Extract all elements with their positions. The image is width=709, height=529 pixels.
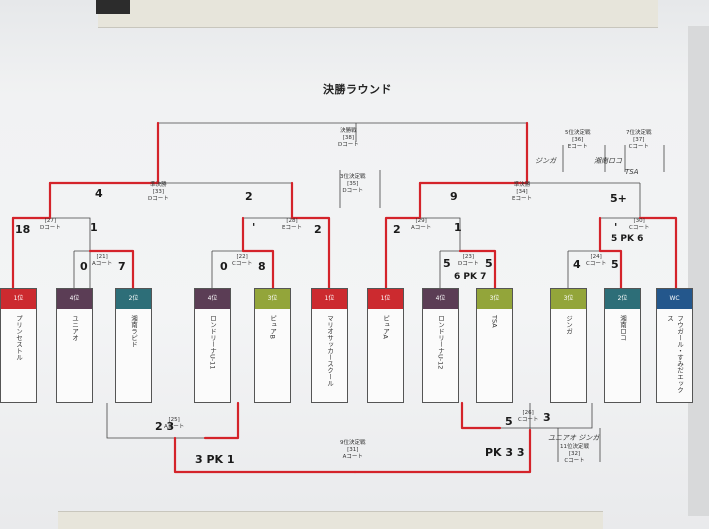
team-name: ピュアA — [381, 315, 390, 339]
score-mark: 5 — [443, 257, 451, 270]
team-rank: 3位 — [477, 289, 512, 309]
score-mark: 0 — [220, 260, 228, 273]
team-card-5: 3位 ピュアB — [254, 288, 291, 403]
team-card-4: 4位 ロンドリーナU-11 — [194, 288, 231, 403]
team-card-11: 2位 湘南ロコ — [604, 288, 641, 403]
team-name: ピュアB — [268, 315, 277, 339]
score-mark: 18 — [15, 223, 31, 236]
score-mark: 2 — [393, 223, 401, 236]
m22-label: [22] Cコート — [232, 254, 253, 267]
binder-clip — [96, 0, 130, 14]
team-rank: WC — [657, 289, 692, 309]
score-mark: 5+ — [610, 192, 627, 205]
score-mark: 2 — [314, 223, 322, 236]
team-name: マリオサッカースクール — [325, 315, 334, 387]
m32-label: 11位決定戦 [32] Cコート — [560, 444, 589, 464]
team-card-1: 1位 プリンセストル — [0, 288, 37, 403]
team-name: ユニアオ — [70, 315, 79, 341]
m25-label: [25] Aコート — [164, 417, 185, 430]
team-rank: 1位 — [368, 289, 403, 309]
team-card-3: 2位 湘南ラピド — [115, 288, 152, 403]
top-paper-strip — [98, 0, 658, 28]
handwritten-note: TSA — [625, 168, 639, 176]
sf33-label: 準決勝 [33] Dコート — [148, 182, 169, 202]
m21-label: [21] Aコート — [92, 254, 113, 267]
team-card-6: 1位 マリオサッカースクール — [311, 288, 348, 403]
score-mark: 3 — [543, 411, 551, 424]
team-card-8: 4位 ロンドリーナU-12 — [422, 288, 459, 403]
team-rank: 3位 — [255, 289, 290, 309]
team-card-9: 3位 TSA — [476, 288, 513, 403]
score-mark: 1 — [90, 221, 98, 234]
score-mark: 8 — [258, 260, 266, 273]
team-rank: 4位 — [423, 289, 458, 309]
handwritten-note: 湘南ロコ — [594, 157, 622, 165]
team-name: ロンドリーナU-12 — [436, 315, 445, 370]
team-name: ジンガ — [564, 315, 573, 335]
sf34-label: 準決勝 [34] Eコート — [512, 182, 532, 202]
handwritten-note: ユニアオ ジンガ — [548, 434, 600, 442]
score-mark: 0 — [80, 260, 88, 273]
score-mark: ' — [614, 221, 618, 234]
m23-label: [23] Dコート — [458, 254, 479, 267]
m26-label: [26] Cコート — [518, 410, 539, 423]
m28-label: [28] Eコート — [282, 218, 302, 231]
team-card-10: 3位 ジンガ — [550, 288, 587, 403]
team-card-7: 1位 ピュアA — [367, 288, 404, 403]
team-name: ロンドリーナU-11 — [208, 315, 217, 370]
score-mark: 9 — [450, 190, 458, 203]
m31-label: 9位決定戦 [31] Aコート — [340, 440, 366, 460]
m29-label: [29] Aコート — [411, 218, 432, 231]
score-mark: 3 PK 1 — [195, 453, 235, 466]
m27-label: [27] Dコート — [40, 218, 61, 231]
score-mark: 2 3 — [155, 420, 175, 433]
m30-label: [30] Cコート — [629, 218, 650, 231]
page-title: 決勝ラウンド — [323, 83, 392, 96]
team-rank: 3位 — [551, 289, 586, 309]
team-rank: 1位 — [312, 289, 347, 309]
team-card-12: WC フウガール・すみだエックス — [656, 288, 693, 403]
team-card-2: 4位 ユニアオ — [56, 288, 93, 403]
score-mark: 7 — [118, 260, 126, 273]
team-rank: 4位 — [57, 289, 92, 309]
team-name: TSA — [490, 315, 499, 328]
team-name: プリンセストル — [14, 315, 23, 361]
bottom-paper-strip — [58, 511, 603, 529]
seventh-place-label: 7位決定戦 [37] Cコート — [626, 130, 652, 150]
score-mark: 5 — [505, 415, 513, 428]
score-mark: 6 PK 7 — [454, 272, 487, 282]
team-name: 湘南ロコ — [618, 315, 627, 341]
score-mark: 5 PK 6 — [611, 234, 644, 244]
score-mark: 1 — [454, 221, 462, 234]
score-mark: 5 — [485, 257, 493, 270]
team-rank: 2位 — [116, 289, 151, 309]
m24-label: [24] Cコート — [586, 254, 607, 267]
score-mark: 5 — [611, 258, 619, 271]
handwritten-note: ジンガ — [535, 157, 556, 165]
team-rank: 1位 — [1, 289, 36, 309]
score-mark: 4 — [95, 187, 103, 200]
team-rank: 2位 — [605, 289, 640, 309]
board-edge — [688, 26, 709, 516]
final-label: 決勝戦 [38] Dコート — [338, 128, 359, 148]
score-mark: PK 3 3 — [485, 446, 525, 459]
third-place-label: 3位決定戦 [35] Dコート — [340, 174, 366, 194]
score-mark: ' — [252, 221, 256, 234]
score-mark: 2 — [245, 190, 253, 203]
winner-marks — [11, 121, 678, 474]
team-name: フウガール・すみだエックス — [665, 315, 684, 393]
score-mark: 4 — [573, 258, 581, 271]
team-name: 湘南ラピド — [129, 315, 138, 348]
team-rank: 4位 — [195, 289, 230, 309]
fifth-place-label: 5位決定戦 [36] Eコート — [565, 130, 591, 150]
